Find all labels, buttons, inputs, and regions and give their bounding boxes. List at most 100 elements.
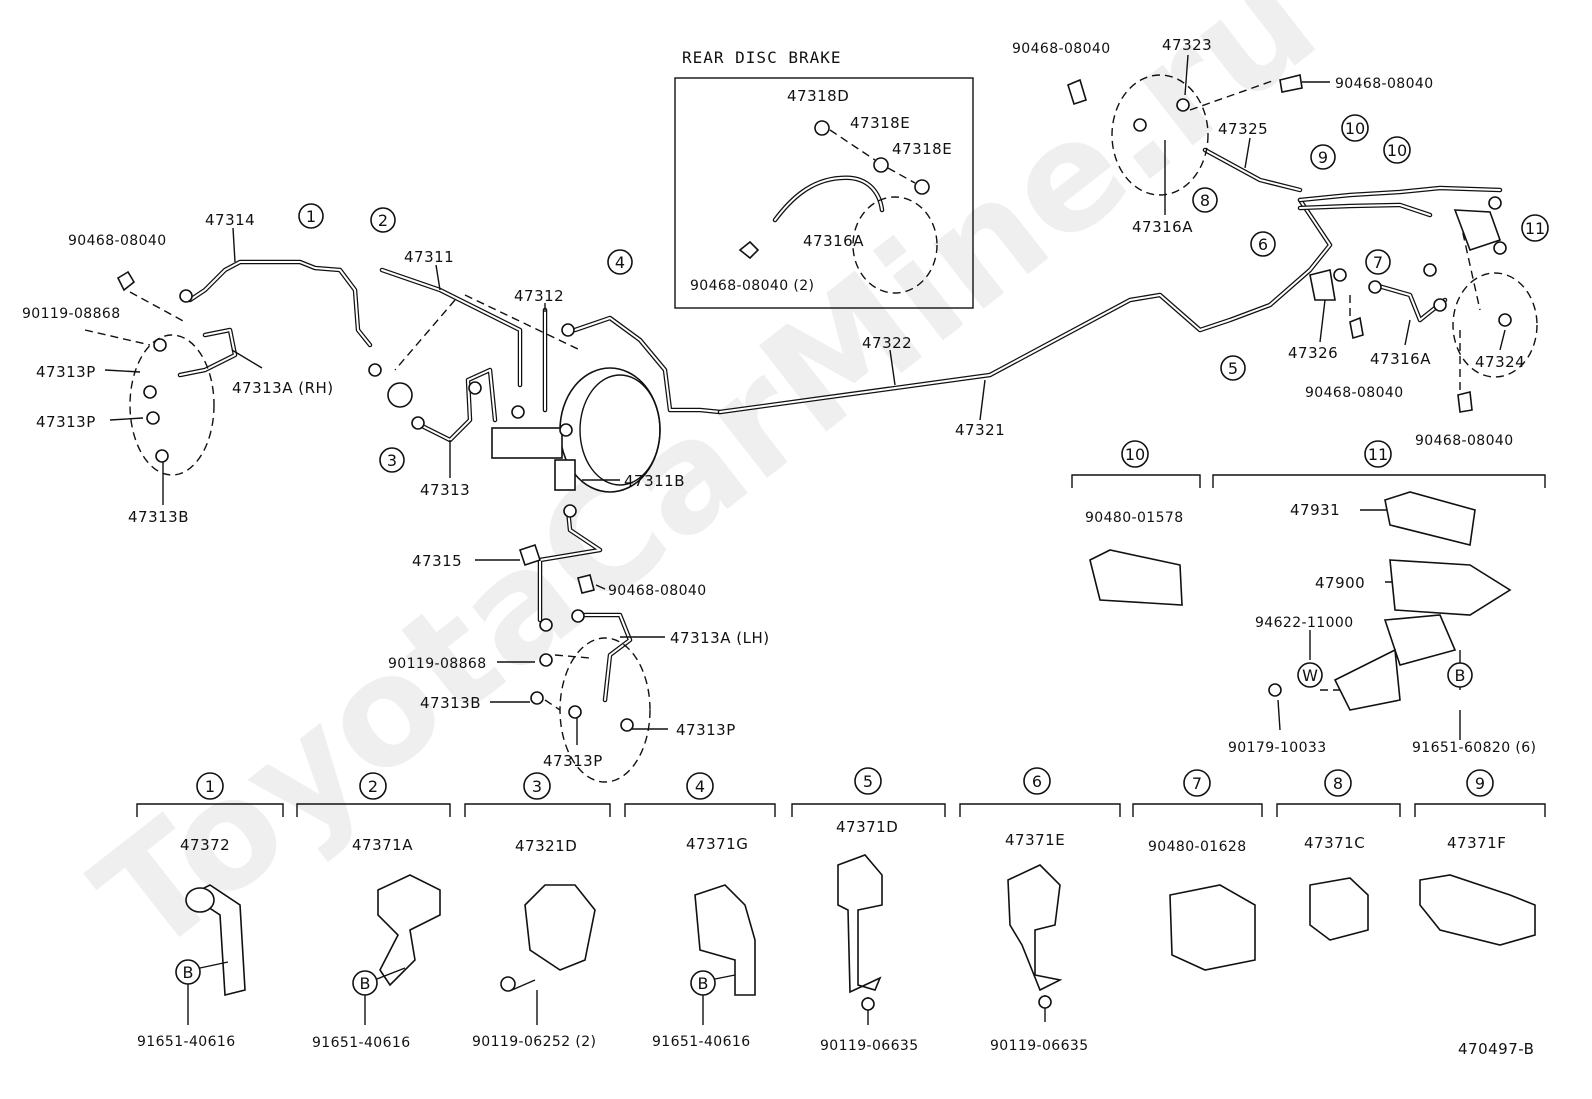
- group-9-part: 47371F: [1447, 834, 1506, 852]
- label-47313: 47313: [420, 481, 470, 499]
- junction-block-icon: [387, 382, 413, 408]
- label-47900: 47900: [1315, 574, 1365, 592]
- proportioning-valve-icon: [554, 459, 576, 491]
- label-90468-08040-b: 90468-08040: [608, 583, 707, 599]
- diagram-id: 470497-B: [1458, 1040, 1534, 1058]
- label-47313A-lh: 47313A (LH): [670, 629, 770, 647]
- label-47312: 47312: [514, 287, 564, 305]
- group-3-part: 47321D: [515, 837, 577, 855]
- callout-4: 4: [615, 253, 625, 272]
- label-47324: 47324: [1475, 353, 1525, 371]
- group-5-bolt: 90119-06635: [820, 1038, 919, 1054]
- front-lh-caliper-outline: [559, 637, 651, 783]
- bracket-icon: [1309, 269, 1336, 301]
- group-6-part: 47371E: [1005, 831, 1065, 849]
- detail-10-11: [1071, 474, 1546, 711]
- callout-11: 11: [1525, 219, 1545, 238]
- valve-bracket-icon: [1384, 491, 1476, 546]
- clip-icon: [577, 574, 595, 594]
- inset-label-47318E-a: 47318E: [850, 114, 910, 132]
- group-3-bolt-icon: [500, 976, 516, 992]
- group-7-number: 7: [1192, 774, 1202, 793]
- callout-9: 9: [1318, 148, 1328, 167]
- front-rh-caliper-outline: [129, 334, 215, 476]
- assembly-guides: [84, 74, 1538, 783]
- inset-label-47316A: 47316A: [803, 232, 864, 250]
- group-1-number: 1: [205, 777, 215, 796]
- group-1-b-marker: B: [183, 963, 194, 982]
- label-90468-08040-d: 90468-08040: [1335, 76, 1434, 92]
- group-3-bolt: 90119-06252 (2): [472, 1034, 596, 1050]
- callout-10-a: 10: [1345, 119, 1365, 138]
- group-8-part: 47371C: [1304, 834, 1365, 852]
- group-4-b-marker: B: [698, 974, 709, 993]
- brake-booster: [491, 367, 661, 493]
- label-47313B-b: 47313B: [420, 694, 481, 712]
- group-2-bolt: 91651-40616: [312, 1035, 411, 1051]
- label-47313P-b: 47313P: [36, 413, 96, 431]
- group-1-part: 47372: [180, 836, 230, 854]
- callout-W: [1297, 662, 1323, 688]
- rear-rh-caliper-outline: [1452, 272, 1538, 378]
- callout-10-header: 10: [1125, 445, 1145, 464]
- callout-3: 3: [387, 451, 397, 470]
- group-6-number: 6: [1032, 772, 1042, 791]
- label-47316A-b: 47316A: [1370, 350, 1431, 368]
- leader-lines: [104, 54, 1506, 745]
- label-47325: 47325: [1218, 120, 1268, 138]
- group-5-bracket-icon: [837, 854, 883, 994]
- inset-title: REAR DISC BRAKE: [682, 48, 842, 67]
- label-90119-08868-b: 90119-08868: [388, 656, 487, 672]
- label-47313P-a: 47313P: [36, 363, 96, 381]
- group-4-number: 4: [695, 777, 705, 796]
- group-5-number: 5: [863, 772, 873, 791]
- callout-markers: 1 2 3 4 5 6 7 8 9 10 10 11 10 11: [298, 114, 1549, 473]
- group-3-number: 3: [532, 777, 542, 796]
- callout-W-text: W: [1302, 666, 1318, 685]
- group-7-clamp-icon: [1169, 884, 1256, 971]
- group-2-part: 47371A: [352, 836, 413, 854]
- group-6-bolt: 90119-06635: [990, 1038, 1089, 1054]
- group-1-clamp-icon: [188, 884, 246, 997]
- group-8-clamp-icon: [1309, 877, 1369, 941]
- spring-icon: [1333, 648, 1401, 711]
- label-47931: 47931: [1290, 501, 1340, 519]
- group-2-bracket-icon: [377, 874, 441, 987]
- label-94622-11000: 94622-11000: [1255, 615, 1354, 631]
- brake-pipes: [177, 147, 1503, 703]
- callout-8: 8: [1200, 191, 1210, 210]
- group-9-number: 9: [1475, 774, 1485, 793]
- group-1-bolt: 91651-40616: [137, 1034, 236, 1050]
- callout-11-header: 11: [1368, 445, 1388, 464]
- callout-2: 2: [378, 211, 388, 230]
- callout-1: 1: [306, 207, 316, 226]
- washer-icon: [914, 179, 930, 195]
- washer-icon: [873, 157, 889, 173]
- rear-lh-caliper-outline: [1111, 74, 1209, 196]
- label-47314: 47314: [205, 211, 255, 229]
- label-47321: 47321: [955, 421, 1005, 439]
- callout-6: 6: [1258, 235, 1268, 254]
- label-91651-60820: 91651-60820 (6): [1412, 740, 1536, 756]
- clamp-icon: [518, 543, 542, 567]
- label-90179-10033: 90179-10033: [1228, 740, 1327, 756]
- clip-icon: [116, 270, 136, 292]
- group-8-number: 8: [1333, 774, 1343, 793]
- group-7-part: 90480-01628: [1148, 839, 1247, 855]
- bracket-icon: [1453, 209, 1502, 252]
- callout-10-b: 10: [1387, 141, 1407, 160]
- group-5-part: 47371D: [836, 818, 898, 836]
- label-47313B-a: 47313B: [128, 508, 189, 526]
- callout-B-text: B: [1455, 666, 1466, 685]
- label-47313A-rh: 47313A (RH): [232, 379, 334, 397]
- group-4-bolt: 91651-40616: [652, 1034, 751, 1050]
- group-6-bracket-icon: [1007, 864, 1063, 992]
- rear-disc-brake-inset: REAR DISC BRAKE 47318D 47318E 47318E 473…: [674, 48, 974, 309]
- master-cylinder-icon: [491, 427, 563, 459]
- inset-caliper-outline: [852, 196, 938, 294]
- label-47311B: 47311B: [624, 472, 685, 490]
- label-47326: 47326: [1288, 344, 1338, 362]
- group-2-number: 2: [368, 777, 378, 796]
- load-sensing-valve-icon: [1389, 559, 1512, 616]
- callout-7: 7: [1373, 253, 1383, 272]
